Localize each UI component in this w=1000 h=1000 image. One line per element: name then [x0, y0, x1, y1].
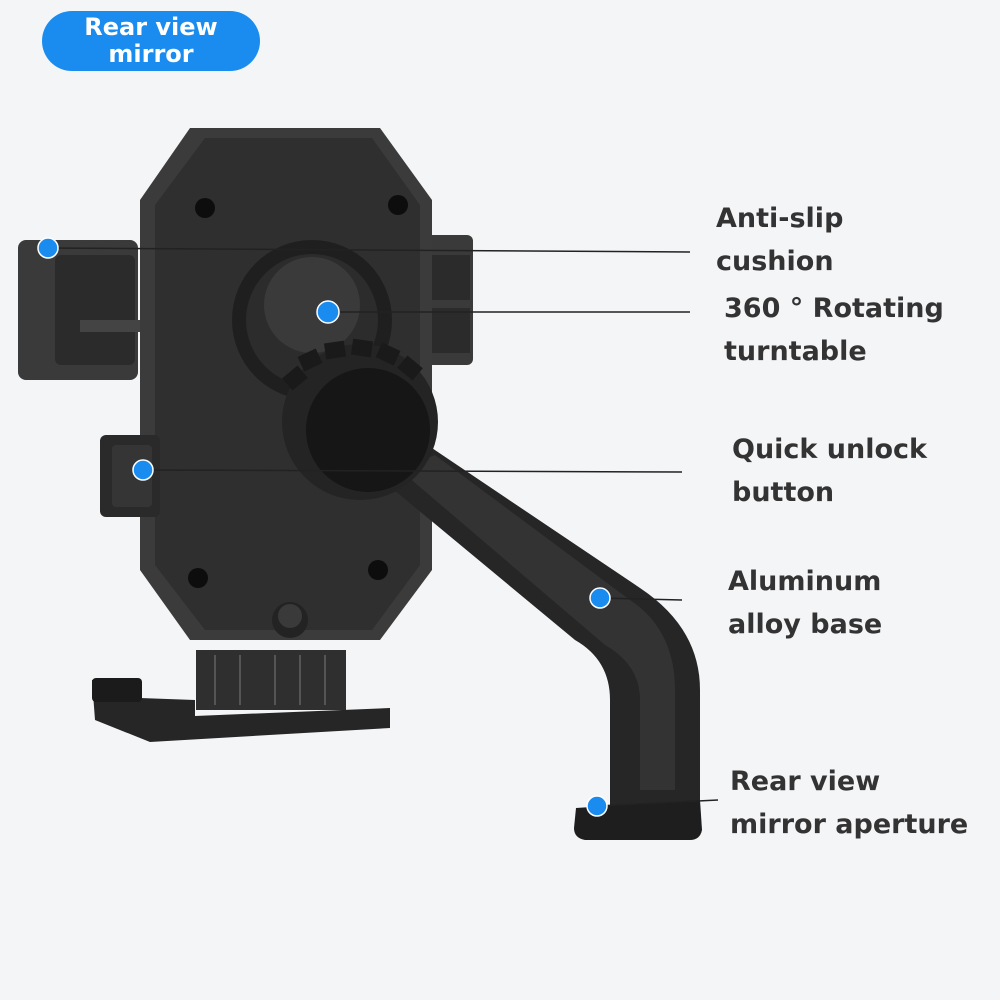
marker-dot-unlock [132, 459, 154, 481]
bottom-clip-pad [92, 678, 142, 702]
callout-mirror-aperture: Rear view mirror aperture [730, 760, 968, 846]
leader-line-base [599, 597, 683, 601]
callout-line2: button [732, 477, 835, 508]
callout-line1: 360 ° Rotating [724, 293, 944, 324]
marker-dot-base [589, 587, 611, 609]
marker-dot-aperture [586, 795, 608, 817]
callout-line1: Aluminum [728, 566, 882, 597]
callout-line2: turntable [724, 336, 867, 367]
callout-anti-slip-cushion: Anti-slip cushion [716, 197, 843, 283]
bottom-clip-bar [196, 650, 346, 710]
leader-line-cushion [47, 247, 691, 253]
callout-line2: alloy base [728, 609, 883, 640]
title-badge-line1: Rear view [84, 13, 218, 41]
bottom-clip-foot [92, 680, 390, 742]
callout-line1: Anti-slip [716, 203, 844, 234]
title-badge-line2: mirror [108, 40, 194, 68]
title-badge: Rear view mirror [42, 11, 260, 71]
callout-line2: mirror aperture [730, 809, 969, 840]
marker-dot-turntable [316, 300, 340, 324]
marker-dot-cushion [37, 237, 59, 259]
leader-line-unlock [142, 469, 683, 473]
callout-rotating-turntable: 360 ° Rotating turntable [724, 287, 944, 373]
callout-line2: cushion [716, 246, 834, 277]
callout-aluminum-alloy-base: Aluminum alloy base [728, 560, 882, 646]
callout-line1: Quick unlock [732, 434, 927, 465]
callout-line1: Rear view [730, 766, 881, 797]
callout-quick-unlock-button: Quick unlock button [732, 428, 927, 514]
aluminum-arm [370, 440, 700, 822]
leader-line-aperture [596, 799, 719, 807]
